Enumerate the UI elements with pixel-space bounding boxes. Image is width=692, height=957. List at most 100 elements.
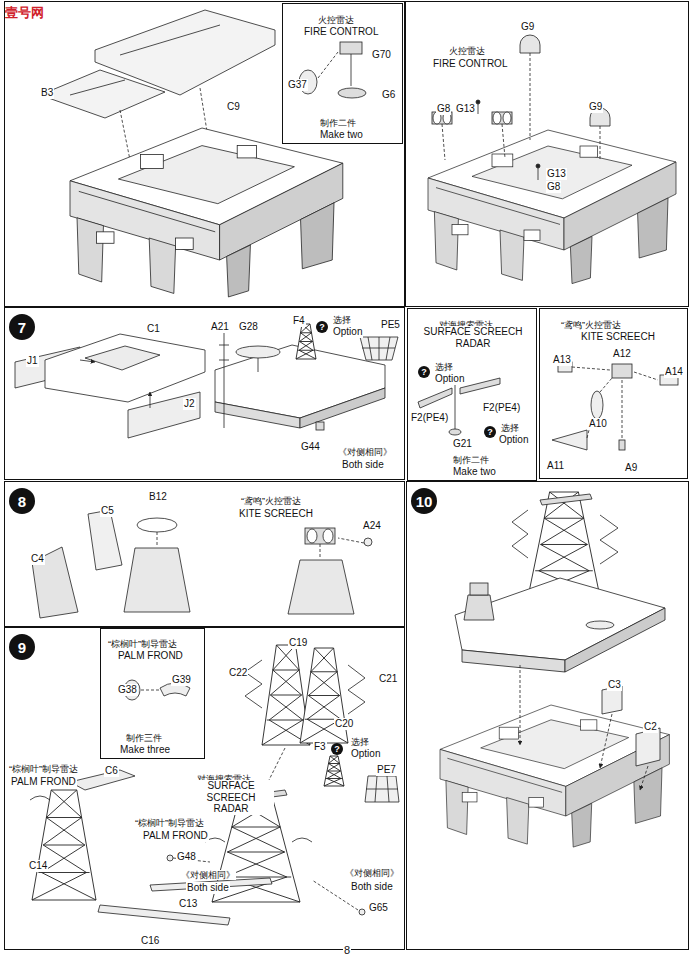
text-holder: 选择 — [332, 309, 352, 327]
part-label: Both side — [350, 881, 394, 893]
text-holder: ? — [418, 361, 430, 379]
drawing-rect — [5, 308, 405, 480]
text-holder: F2(PE4) — [410, 407, 449, 425]
part-label: KITE SCREECH — [580, 331, 656, 343]
drawing-ellipse — [449, 429, 461, 435]
step-number-text: 8 — [18, 494, 26, 509]
part-label: A24 — [362, 520, 382, 532]
drawing-polygon — [462, 650, 565, 672]
step-number: 10 — [411, 488, 437, 514]
part-label: C22 — [228, 667, 248, 679]
part-label: F4 — [292, 315, 306, 327]
drawing-line — [622, 380, 623, 440]
drawing-line — [366, 789, 398, 790]
drawing-line — [224, 332, 225, 428]
drawing-line — [572, 367, 610, 370]
drawing-g — [492, 112, 512, 124]
text-holder: C6 — [104, 760, 119, 778]
part-label: FIRE CONTROL — [432, 58, 508, 70]
part-label: FIRE CONTROL — [303, 26, 379, 38]
text-holder: B12 — [148, 486, 168, 504]
drawing-polygon — [70, 770, 135, 790]
text-holder: PE7 — [376, 759, 397, 777]
text-holder: G37 — [287, 74, 308, 92]
text-holder: 制作二件 — [319, 112, 357, 130]
text-holder: 《对侧相同》 — [180, 864, 236, 882]
drawing-polygon — [45, 334, 205, 402]
text-holder: G28 — [238, 316, 259, 334]
drawing-ellipse — [137, 518, 177, 532]
drawing-polygon — [464, 595, 494, 620]
part-label: G48 — [176, 851, 197, 863]
drawing-line — [386, 337, 390, 360]
inset-box: “棕榈叶”制导雷达PALM FRONDG39G38制作三件Make three — [100, 628, 205, 759]
page-number: 8 — [343, 944, 351, 957]
drawing-use — [70, 128, 343, 297]
drawing-rect — [470, 583, 488, 595]
drawing-polygon — [98, 905, 230, 925]
drawing-polygon — [540, 494, 592, 505]
part-label: G8 — [436, 103, 451, 115]
part-label: G39 — [171, 674, 192, 686]
text-holder: C14 — [28, 855, 48, 873]
part-label: Option — [434, 373, 465, 385]
part-label: G38 — [117, 684, 138, 696]
part-label: C20 — [334, 718, 354, 730]
drawing-line — [600, 378, 612, 392]
part-label: Option — [498, 434, 529, 446]
chinese-note: 火控雷达 — [448, 46, 486, 56]
part-label: C5 — [100, 505, 115, 517]
text-holder: C5 — [100, 500, 115, 518]
text-holder: “棕榈叶”制导雷达 — [8, 758, 79, 776]
chinese-note: 制作二件 — [452, 455, 490, 465]
drawing-rect — [340, 42, 362, 54]
text-holder: SURFACE SCREECH RADAR — [422, 326, 524, 351]
drawing-line — [478, 104, 479, 114]
part-label: PE5 — [380, 319, 401, 331]
chinese-note: 选择 — [500, 423, 520, 433]
chinese-note: 制作三件 — [125, 733, 163, 743]
text-holder: C4 — [30, 548, 45, 566]
text-holder: A14 — [664, 361, 684, 379]
text-holder: G39 — [171, 669, 192, 687]
drawing-rect — [305, 528, 335, 544]
drawing-line — [120, 25, 220, 55]
drawing-line — [219, 360, 229, 361]
part-label: G65 — [368, 902, 389, 914]
drawing-ellipse — [323, 529, 333, 543]
text-holder: F3 — [313, 736, 327, 754]
drawing-line — [318, 52, 338, 78]
chinese-note: 制作二件 — [319, 118, 357, 128]
text-holder: G65 — [368, 897, 389, 915]
option-mark: ? — [316, 321, 328, 333]
text-holder: 壹号网 — [4, 3, 45, 21]
drawing-circle — [364, 538, 372, 546]
inset-box: 火控雷达FIRE CONTROLG70G37G6制作二件Make two — [282, 3, 403, 144]
step-number: 9 — [9, 634, 35, 660]
part-label: G37 — [287, 79, 308, 91]
part-label: Both side — [341, 459, 385, 471]
text-holder: C2 — [643, 716, 658, 734]
drawing-path — [520, 35, 540, 53]
part-label: F2(PE4) — [410, 412, 449, 424]
drawing-line — [150, 392, 151, 408]
drawing-polyline — [348, 665, 365, 714]
part-label: J1 — [26, 355, 39, 367]
drawing-polygon — [360, 337, 398, 360]
drawing-line — [351, 54, 352, 86]
text-holder: A10 — [588, 413, 608, 431]
text-holder: ? — [484, 421, 496, 439]
part-label: A21 — [210, 321, 230, 333]
part-label: G8 — [546, 181, 561, 193]
drawing-ellipse — [586, 621, 614, 629]
part-label: C4 — [30, 553, 45, 565]
drawing-rect — [5, 628, 405, 950]
text-holder: PE5 — [380, 314, 401, 332]
drawing-circle — [359, 909, 365, 915]
part-label: PALM FROND — [142, 830, 209, 842]
drawing-rect — [5, 2, 405, 307]
step-number-text: 9 — [18, 640, 26, 655]
drawing-ellipse — [503, 112, 511, 124]
drawing-polygon — [636, 728, 660, 766]
part-label: F3 — [313, 741, 327, 753]
